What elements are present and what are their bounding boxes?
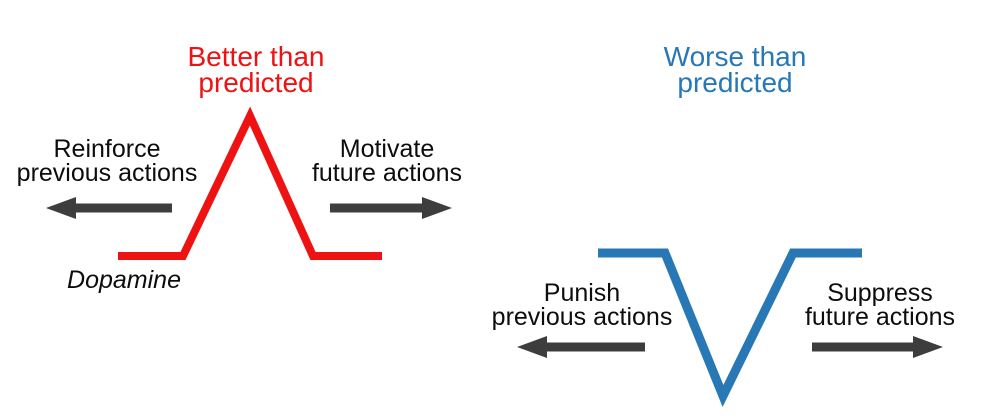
punish-left-arrow-icon	[517, 336, 645, 358]
better-than-predicted-title: Better than predicted	[187, 41, 325, 98]
suppress-future-actions-label: Suppress future actions	[804, 279, 956, 331]
punish-label-line1: Punish	[543, 279, 621, 307]
dopamine-burst-line	[118, 106, 382, 260]
better-than-predicted-title-line2: predicted	[198, 67, 314, 98]
dopamine-dip-line	[598, 248, 862, 408]
reinforce-label-line1: Reinforce	[53, 135, 161, 163]
suppress-label-line1: Suppress	[827, 279, 933, 307]
worse-than-predicted-title-line2: predicted	[677, 67, 793, 98]
punish-label-line2: previous actions	[491, 303, 673, 331]
reinforce-left-arrow-icon	[46, 197, 172, 219]
suppress-right-arrow-icon	[812, 336, 943, 358]
dopamine-label: Dopamine	[67, 266, 181, 294]
worse-than-predicted-title: Worse than predicted	[663, 41, 807, 98]
reinforce-previous-actions-label: Reinforce previous actions	[16, 135, 198, 187]
motivate-right-arrow-icon	[330, 197, 452, 219]
motivate-label-line2: future actions	[311, 159, 463, 187]
motivate-label-line1: Motivate	[339, 135, 435, 163]
better-than-predicted-title-line1: Better than	[187, 41, 325, 72]
reinforce-label-line2: previous actions	[16, 159, 198, 187]
motivate-future-actions-label: Motivate future actions	[311, 135, 463, 187]
suppress-label-line2: future actions	[804, 303, 956, 331]
punish-previous-actions-label: Punish previous actions	[491, 279, 673, 331]
worse-than-predicted-title-line1: Worse than	[663, 41, 807, 72]
